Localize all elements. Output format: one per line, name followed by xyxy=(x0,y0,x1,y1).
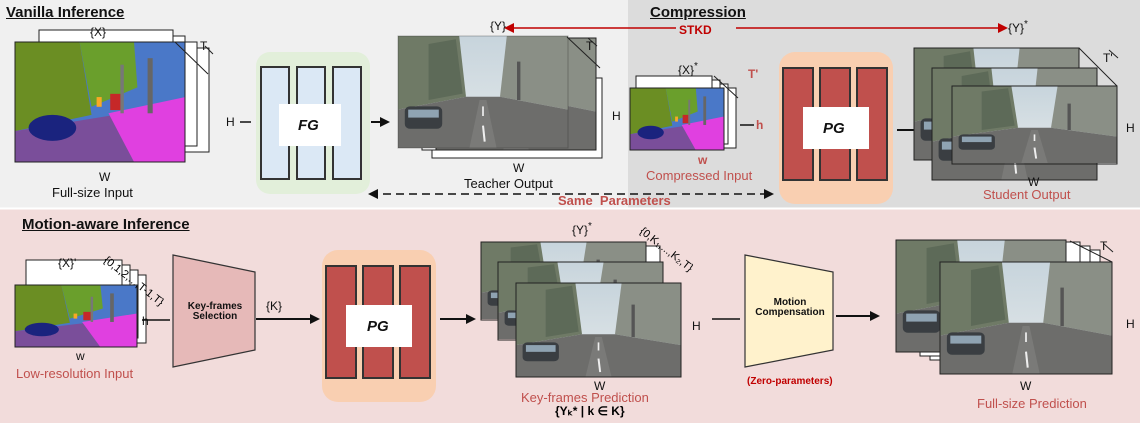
keyframes-prediction-stack xyxy=(480,241,682,379)
y-star-motion-sup: * xyxy=(588,221,592,232)
h-label-prediction: H xyxy=(1126,317,1135,331)
zero-params-label: (Zero-parameters) xyxy=(747,376,833,387)
pg-block-compression xyxy=(779,52,893,204)
full-size-input-stack xyxy=(14,29,210,163)
h-lower-label: h xyxy=(756,118,764,132)
y-star-sup: * xyxy=(1024,19,1028,30)
y-star-set: {Y} xyxy=(1008,21,1025,35)
h-label-keyframes: H xyxy=(692,319,701,333)
motion-compensation-label: Motion Compensation xyxy=(755,297,825,318)
same-parameters-label: Same Parameters xyxy=(558,193,671,208)
x-star-label: {X}* xyxy=(678,61,698,77)
motion-compensation-box xyxy=(744,254,834,368)
compression-title: Compression xyxy=(650,4,746,21)
fg-block xyxy=(256,52,370,194)
student-output-label: Student Output xyxy=(983,187,1071,202)
x-set-label: {X} xyxy=(90,25,107,39)
h-lower-motion: h xyxy=(142,314,149,328)
full-size-input-label: Full-size Input xyxy=(52,185,133,200)
x-star-set: {X} xyxy=(678,63,695,77)
stkd-label: STKD xyxy=(679,23,712,37)
low-res-input-label: Low-resolution Input xyxy=(16,366,134,381)
t-label-prediction: T xyxy=(1100,239,1108,253)
compressed-input-stack xyxy=(629,75,739,151)
vanilla-title: Vanilla Inference xyxy=(6,4,125,21)
t-label-teacher: T xyxy=(586,39,594,53)
motion-title: Motion-aware Inference xyxy=(22,216,190,233)
h-label: H xyxy=(226,115,235,129)
y-star-motion-label: {Y}* xyxy=(572,221,592,237)
h-label-student: H xyxy=(1126,121,1135,135)
teacher-output-stack xyxy=(396,34,603,159)
t-label: T xyxy=(200,39,208,53)
t-prime-student-label: T' xyxy=(1103,51,1113,65)
y-star-label: {Y}* xyxy=(1008,19,1028,35)
full-size-prediction-label: Full-size Prediction xyxy=(977,396,1087,411)
keyframes-selection-box xyxy=(172,254,256,368)
w-lower-label: w xyxy=(698,153,708,167)
keyframes-selection-label: Key-frames Selection xyxy=(187,301,243,322)
w-label-keyframes: W xyxy=(594,379,606,393)
x-prime-label: {X}' xyxy=(58,256,77,270)
fg-label: FG xyxy=(298,117,319,134)
w-label-teacher: W xyxy=(513,161,525,175)
pg-label-motion: PG xyxy=(367,318,389,335)
y-set-label: {Y} xyxy=(490,19,507,33)
t-prime-label: T' xyxy=(748,67,759,81)
w-label-prediction: W xyxy=(1020,379,1032,393)
y-k-set-label: {Yₖ* | k ∈ K} xyxy=(555,404,625,418)
student-output-stack xyxy=(913,47,1118,181)
teacher-output-label: Teacher Output xyxy=(464,176,553,191)
w-label: W xyxy=(99,170,111,184)
w-lower-motion: w xyxy=(76,349,85,363)
pg-label-compression: PG xyxy=(823,120,845,137)
h-label-teacher: H xyxy=(612,109,621,123)
full-size-prediction-stack xyxy=(894,238,1114,376)
keyframes-prediction-label: Key-frames Prediction xyxy=(521,390,649,405)
x-star-sup: * xyxy=(694,61,698,72)
pg-block-motion xyxy=(322,250,436,402)
k-set-label: {K} xyxy=(266,299,283,313)
w-label-student: W xyxy=(1028,175,1040,189)
low-res-input-stack xyxy=(14,259,147,348)
y-star-motion-set: {Y} xyxy=(572,223,589,237)
compressed-input-label: Compressed Input xyxy=(646,168,753,183)
